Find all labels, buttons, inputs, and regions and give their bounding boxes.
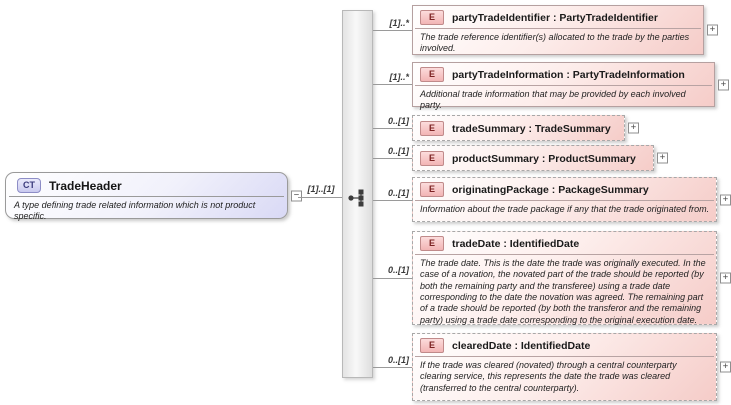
expand-icon[interactable]: +	[628, 122, 639, 134]
element-header: E partyTradeIdentifier : PartyTradeIdent…	[415, 6, 701, 29]
element-description: The trade date. This is the date the tra…	[420, 258, 706, 325]
element-badge-icon: E	[420, 121, 444, 136]
element-badge-icon: E	[420, 151, 444, 166]
element-box-tradesummary[interactable]: E tradeSummary : TradeSummary +	[412, 115, 639, 141]
element-header: E partyTradeInformation : PartyTradeInfo…	[415, 63, 712, 86]
element-description: If the trade was cleared (novated) throu…	[420, 360, 677, 393]
expand-icon[interactable]: +	[720, 361, 731, 373]
element-title: productSummary : ProductSummary	[452, 152, 636, 165]
connector-line	[373, 200, 412, 201]
element-description: The trade reference identifier(s) alloca…	[420, 32, 690, 54]
cardinality-label: 0..[1]	[387, 188, 409, 198]
complextype-name: TradeHeader	[49, 178, 122, 193]
connector-line	[373, 158, 412, 159]
element-box-tradedate[interactable]: E tradeDate : IdentifiedDate The trade d…	[412, 231, 731, 325]
expand-icon[interactable]: +	[657, 152, 668, 164]
element-box-partytradeinformation[interactable]: E partyTradeInformation : PartyTradeInfo…	[412, 62, 729, 110]
element-box-originatingpackage[interactable]: E originatingPackage : PackageSummary In…	[412, 177, 731, 222]
element-badge-icon: E	[420, 236, 444, 251]
element-badge-icon: E	[420, 67, 444, 82]
cardinality-label: 0..[1]	[387, 146, 409, 156]
element-header: E originatingPackage : PackageSummary	[415, 178, 714, 201]
element-title: tradeSummary : TradeSummary	[452, 122, 611, 135]
expand-icon[interactable]: +	[720, 272, 731, 284]
cardinality-label: 0..[1]	[387, 265, 409, 275]
collapse-icon[interactable]: −	[291, 190, 302, 201]
cardinality-label: [1]..*	[389, 18, 409, 28]
connector-line	[373, 278, 412, 279]
complextype-tradeheader-box[interactable]: CT TradeHeader A type defining trade rel…	[5, 172, 302, 221]
complextype-description: A type defining trade related informatio…	[14, 200, 256, 222]
element-header: E productSummary : ProductSummary	[413, 146, 653, 169]
connector-line	[373, 367, 412, 368]
complextype-header: CT TradeHeader	[9, 173, 284, 197]
complextype-badge-icon: CT	[17, 178, 41, 193]
connector-line	[373, 30, 412, 31]
element-title: clearedDate : IdentifiedDate	[452, 339, 591, 352]
element-header: E tradeSummary : TradeSummary	[413, 116, 624, 139]
cardinality-label: [1]..*	[389, 72, 409, 82]
sequence-icon	[348, 189, 364, 207]
element-badge-icon: E	[420, 10, 444, 25]
expand-icon[interactable]: +	[718, 79, 729, 90]
element-title: partyTradeInformation : PartyTradeInform…	[452, 68, 685, 81]
element-header: E tradeDate : IdentifiedDate	[415, 232, 714, 255]
element-box-partytradeidentifier[interactable]: E partyTradeIdentifier : PartyTradeIdent…	[412, 5, 718, 55]
connector-line	[373, 128, 412, 129]
expand-icon[interactable]: +	[720, 194, 731, 205]
element-title: partyTradeIdentifier : PartyTradeIdentif…	[452, 11, 658, 24]
cardinality-label-root: [1]..[1]	[307, 184, 335, 194]
expand-icon[interactable]: +	[707, 24, 718, 36]
element-badge-icon: E	[420, 338, 444, 353]
cardinality-label: 0..[1]	[387, 355, 409, 365]
cardinality-label: 0..[1]	[387, 116, 409, 126]
element-box-productsummary[interactable]: E productSummary : ProductSummary +	[412, 145, 668, 171]
sequence-compositor-bar[interactable]	[342, 10, 373, 378]
element-description: Information about the trade package if a…	[420, 204, 710, 214]
element-title: tradeDate : IdentifiedDate	[452, 237, 580, 250]
connector-line-root	[298, 197, 342, 198]
element-badge-icon: E	[420, 182, 444, 197]
connector-line	[373, 84, 412, 85]
element-box-cleareddate[interactable]: E clearedDate : IdentifiedDate If the tr…	[412, 333, 731, 401]
element-description: Additional trade information that may be…	[420, 89, 686, 111]
element-header: E clearedDate : IdentifiedDate	[415, 334, 714, 357]
element-title: originatingPackage : PackageSummary	[452, 183, 649, 196]
